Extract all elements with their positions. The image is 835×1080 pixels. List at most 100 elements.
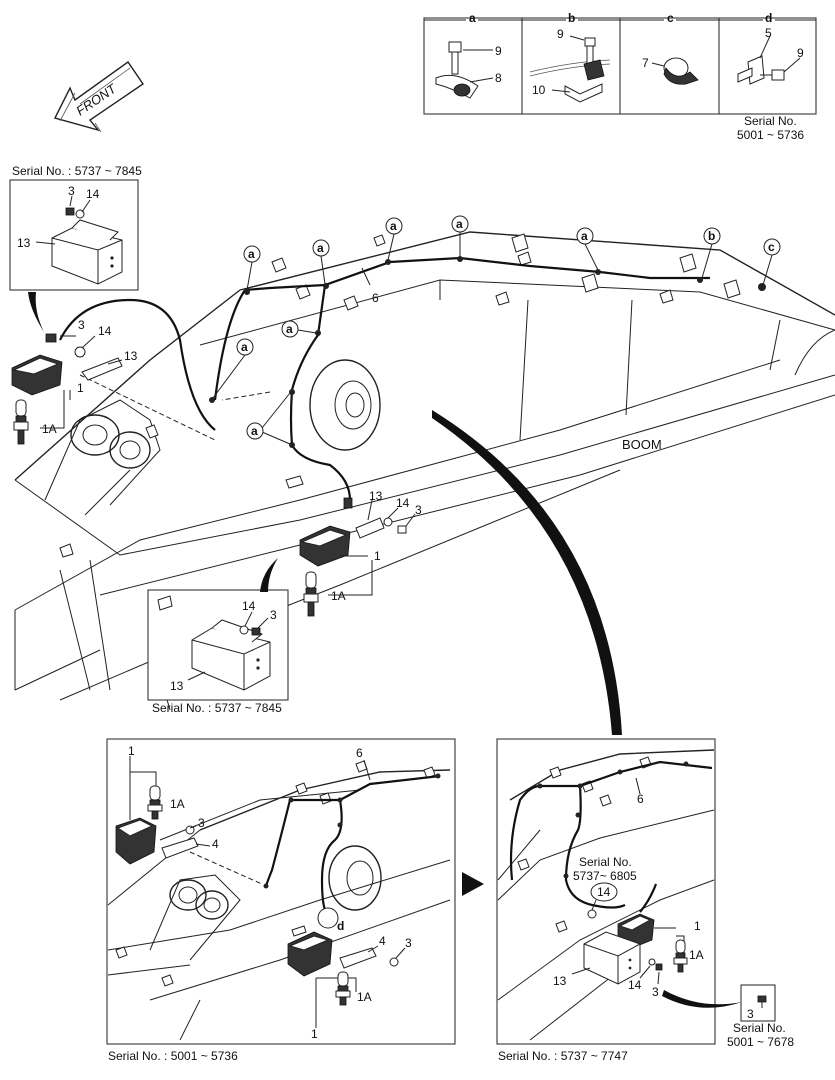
callout-a-7: a [212, 338, 254, 399]
right-lamp-assembly: 13 14 3 1 1A [299, 489, 422, 617]
right-bulb-icon [303, 571, 319, 617]
inset-tl-part-3: 3 [68, 184, 75, 198]
callout-a-8: a [246, 392, 291, 445]
panel-transition-arrow [462, 872, 484, 896]
left-lamp-part-13: 13 [124, 349, 138, 363]
inset-mid-part-3: 3 [270, 608, 277, 622]
main-callouts: a a a a a a a a b c [212, 215, 781, 445]
callout-b: b [701, 227, 721, 279]
main-cable-label: 6 [372, 291, 379, 305]
left-lamp-part-1a: 1A [42, 422, 57, 436]
left-bulb-icon [13, 399, 29, 445]
inset-top-left: 3 14 13 [9, 179, 139, 291]
panel-left-callout-d: d [337, 919, 344, 933]
boom-drawing [14, 231, 835, 711]
inset-small-pointer [662, 990, 742, 1008]
panel-left-serial: Serial No. : 5001 ~ 5736 [108, 1049, 238, 1063]
svg-text:a: a [581, 229, 588, 243]
detail-a-parts: 9 8 [435, 41, 502, 99]
boom-label: BOOM [622, 437, 662, 452]
callout-a-4: a [451, 215, 469, 257]
panel-right-part-3: 3 [652, 985, 659, 999]
panel-left: 6 d 1 1A 3 4 [106, 738, 456, 1045]
panel-right-part-13: 13 [553, 974, 567, 988]
detail-table: a b c d 9 8 9 10 [423, 11, 817, 115]
panel-left-bottom-part-3: 3 [405, 936, 412, 950]
detail-serial-line2: 5001 ~ 5736 [737, 128, 804, 142]
inset-small-serial-line1: Serial No. [733, 1021, 786, 1035]
panel-right-bulb-icon [673, 939, 688, 973]
inset-tl-pointer [28, 292, 44, 332]
callout-a-3: a [385, 217, 403, 261]
panel-left-bottom-part-1a: 1A [357, 990, 372, 1004]
detail-serial-line1: Serial No. [744, 114, 797, 128]
detail-a-part-9: 9 [495, 44, 502, 58]
left-lamp-part-14: 14 [98, 324, 112, 338]
panel-right-note-line1: Serial No. [579, 855, 632, 869]
left-lamp-assembly: 3 14 13 1 1A [11, 318, 138, 445]
panel-left-bottom-part-1: 1 [311, 1027, 318, 1041]
right-lamp-part-14: 14 [396, 496, 410, 510]
right-lamp-part-3: 3 [415, 503, 422, 517]
panel-right-part-14: 14 [628, 978, 642, 992]
callout-a-5: a [576, 227, 599, 271]
detail-col-b-letter: b [568, 11, 575, 25]
panel-left-top-part-3: 3 [198, 816, 205, 830]
panel-left-top-bulb-icon [147, 785, 163, 820]
panel-left-top-part-1a: 1A [170, 797, 185, 811]
detail-c-part-7: 7 [642, 56, 649, 70]
detail-d-parts: 5 9 [737, 26, 804, 85]
callout-a-1: a [243, 245, 261, 291]
left-lamp-part-3: 3 [78, 318, 85, 332]
panel-right-note-line2: 5737~ 6805 [573, 869, 637, 883]
inset-tl-part-13: 13 [17, 236, 31, 250]
inset-tl-part-14: 14 [86, 187, 100, 201]
inset-small-part-3: 3 [747, 1007, 754, 1021]
panel-left-top-part-1: 1 [128, 744, 135, 758]
panel-right: 6 Serial No. 5737~ 6805 14 1 1A 13 14 3 [496, 738, 716, 1045]
panel-left-bottom-bulb-icon [335, 971, 351, 1006]
svg-text:a: a [241, 340, 248, 354]
svg-text:a: a [317, 241, 324, 255]
panel-left-top-part-4: 4 [212, 837, 219, 851]
front-label: FRONT [73, 80, 119, 118]
detail-d-part-5: 5 [765, 26, 772, 40]
svg-text:b: b [708, 229, 715, 243]
right-lamp-part-1a: 1A [331, 589, 346, 603]
svg-text:a: a [248, 247, 255, 261]
svg-text:c: c [768, 240, 775, 254]
panel-left-bottom-part-4: 4 [379, 934, 386, 948]
detail-a-part-8: 8 [495, 71, 502, 85]
right-lamp-part-13: 13 [369, 489, 383, 503]
right-lamp-part-1: 1 [374, 549, 381, 563]
svg-text:a: a [251, 424, 258, 438]
panel-right-part-1a: 1A [689, 948, 704, 962]
panel-right-pointer [432, 410, 622, 735]
detail-col-d-letter: d [765, 11, 772, 25]
callout-a-6: a [281, 320, 317, 338]
panel-right-note-part: 14 [597, 885, 611, 899]
detail-b-part-9: 9 [557, 27, 564, 41]
panel-right-part-1: 1 [694, 919, 701, 933]
left-lamp-part-1: 1 [77, 381, 84, 395]
panel-right-serial: Serial No. : 5737 ~ 7747 [498, 1049, 628, 1063]
svg-text:a: a [286, 322, 293, 336]
inset-small-serial-line2: 5001 ~ 7678 [727, 1035, 794, 1049]
detail-b-part-10: 10 [532, 83, 546, 97]
detail-d-part-9: 9 [797, 46, 804, 60]
inset-mid: 14 3 13 [147, 589, 289, 701]
detail-col-a-letter: a [469, 11, 476, 25]
inset-mid-serial: Serial No. : 5737 ~ 7845 [152, 701, 282, 715]
detail-c-parts: 7 [642, 56, 699, 85]
detail-b-parts: 9 10 [529, 27, 611, 103]
detail-col-c-letter: c [667, 11, 674, 25]
panel-left-cable-label: 6 [356, 746, 363, 760]
inset-mid-pointer [260, 558, 278, 592]
callout-a-2: a [312, 239, 330, 285]
svg-text:a: a [390, 219, 397, 233]
inset-mid-part-13: 13 [170, 679, 184, 693]
callout-c: c [762, 238, 781, 286]
inset-mid-part-14: 14 [242, 599, 256, 613]
